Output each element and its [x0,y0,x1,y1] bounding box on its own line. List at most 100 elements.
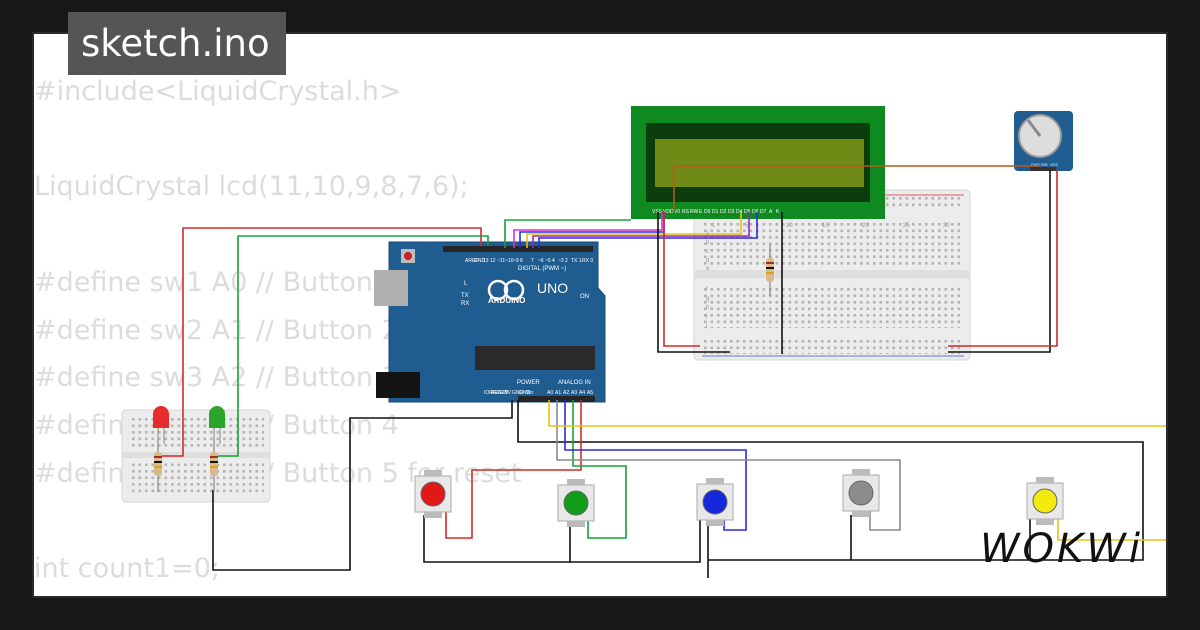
pushbutton-green[interactable] [557,479,595,527]
breadboard-row-letter: g [706,296,709,302]
lcd-pin-label: K [776,209,780,215]
wire-orange [673,165,1041,212]
power-pin-label: GND [512,390,524,396]
breadboard-row-letter: f [706,287,708,293]
pushbutton-yellow[interactable] [1026,477,1064,525]
lcd-pin-label: V0 [674,209,680,215]
top-pin-label: GND [474,258,486,264]
pushbutton-blue[interactable] [696,478,734,526]
breadboard-col-number: 1 [712,223,716,229]
wire-a3-gray [556,400,901,531]
power-pin-label: 5V [505,390,512,396]
wire-green [504,219,631,248]
power-label: POWER [517,380,540,386]
wire-blue-2 [538,212,758,248]
file-tab[interactable]: sketch.ino [68,12,286,75]
breadboard-col-number: 15 [822,223,829,229]
lcd-pin-label: D2 [720,209,727,215]
pushbutton-red[interactable] [414,470,452,518]
code-line: #define sw3 A2 // Button 3 [34,362,399,394]
wire-red-led [162,227,482,457]
code-line: LiquidCrystal lcd(11,10,9,8,7,6); [34,171,469,203]
analog-pin-label: A2 [563,390,569,396]
lcd-pin-label: D0 [704,209,711,215]
lcd-pin-label: D7 [760,209,767,215]
resistor [766,244,774,296]
analog-pin-label: A1 [555,390,561,396]
breadboard-row-letter: j [705,323,707,329]
code-line: int count1=0; [34,553,221,585]
breadboard-row-letter: d [706,258,709,264]
power-pin-label: RESET [491,390,508,396]
digital-label: DIGITAL (PWM ~) [518,266,566,272]
wire-a1-green [572,400,627,539]
pot-pin-label: SIG [1041,162,1048,167]
analog-pin-label: A4 [579,390,585,396]
wire-btn-gnd-2 [570,515,701,563]
analog-pin-label: A3 [571,390,577,396]
analog-label: ANALOG IN [558,380,591,386]
mini-breadboard [121,409,271,503]
lcd-pin-label: RS [682,209,690,215]
lcd-pin-label: D1 [712,209,719,215]
arduino-uno: ARDUINO UNO DIGITAL (PWM ~) ON L TX RX P… [374,241,606,403]
lcd-pin-label: D4 [736,209,743,215]
breadboard-row-letter: e [706,266,710,272]
wires [162,165,1166,578]
top-pin-label: ~9 [513,258,519,264]
breadboard-col-number: 20 [862,223,869,229]
code-line: #define sw1 A0 // Button 1 [34,266,399,298]
lcd-pin-label: D3 [728,209,735,215]
breadboard-col-number: 25 [903,223,910,229]
breadboard-row-letter: b [706,240,710,246]
top-pin-label: TX 1 [571,258,582,264]
wire-green-led [218,235,489,457]
power-pin-label: 3.3V [498,390,509,396]
on-label: ON [580,294,589,300]
lcd-display: VSS VDD V0 RS RW E D0 D1 D2 D3 D4 D5 D6 … [631,106,885,219]
wire-pot-red [948,170,1058,347]
arduino-model: UNO [537,280,568,296]
power-pin-label: Vin [526,390,533,396]
wire-a0-red [445,400,582,539]
wire-pot-black [948,170,1051,353]
led-label: L [464,281,468,287]
code-line: #include<LiquidCrystal.h> [34,76,402,107]
wire-a4-yellow [548,400,1166,427]
lcd-pin-label: D5 [744,209,751,215]
top-pin-label: 2 [565,258,568,264]
led-green [209,406,225,444]
led-label: TX [461,293,469,299]
top-pin-label: 4 [552,258,555,264]
top-pin-label: 7 [531,258,534,264]
top-pin-label: 13 [483,258,489,264]
pushbutton-gray[interactable] [842,469,880,517]
wokwi-logo: WOKWi [980,526,1143,572]
wire-magenta [513,212,663,248]
code-line: #define sw2 A1 // Button 2 [34,314,399,346]
potentiometer[interactable]: GND SIG VCC [1014,111,1073,171]
top-pin-label: 8 [520,258,523,264]
led-red [153,406,169,444]
breadboard-row-letter: i [706,314,707,320]
lcd-pin-label: RW [690,209,699,215]
breadboard-col-number: 30 [943,223,950,229]
analog-pin-label: A0 [547,390,553,396]
wire-lcd-black [657,212,730,353]
led-resistor [154,440,162,492]
lcd-pin-label: D6 [752,209,759,215]
breadboard-row-letter: h [706,305,709,311]
top-pin-label: 12 [490,258,496,264]
power-pin-label: GND [519,390,531,396]
top-pin-label: AREF [465,258,478,264]
file-tab-label: sketch.ino [81,22,270,65]
lcd-pin-label: E [699,209,703,215]
pot-pin-label: GND [1031,162,1040,167]
power-pin-label: IOREF [484,390,499,396]
top-pin-label: RX 0 [582,258,593,264]
wire-gnd-breadboard [212,400,513,571]
led-resistor [210,440,218,492]
top-pin-label: ~5 [545,258,551,264]
breadboard-col-number: 5 [745,223,749,229]
wire-yellow-bottom [1057,512,1166,541]
